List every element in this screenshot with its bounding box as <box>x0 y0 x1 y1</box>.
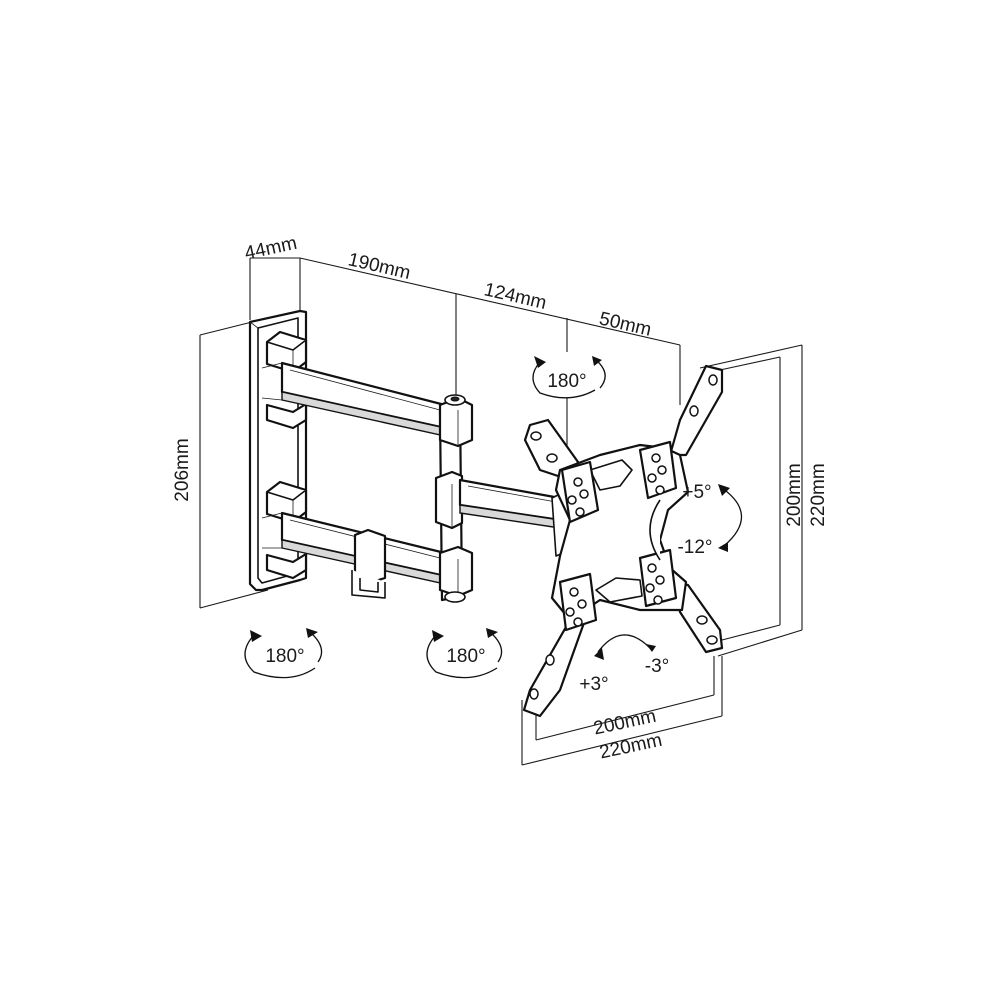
rotation-indicators <box>244 356 743 679</box>
elbow-joint <box>434 394 474 603</box>
dimension-lines <box>199 257 803 766</box>
tilt-up-label: +5° <box>682 482 711 503</box>
tilt-down-label: -12° <box>677 537 712 558</box>
curved-arrow-icon <box>594 634 656 660</box>
rotation-top-label: 180° <box>547 371 586 392</box>
dim-vesa-height-outer: 220mm <box>808 463 829 526</box>
labels: 44mm 190mm 124mm 50mm 206mm 200mm 220mm … <box>172 233 829 764</box>
rotation-arrow-icon <box>532 356 606 399</box>
dim-arm-1: 190mm <box>346 249 412 284</box>
curved-arrow-icon <box>718 484 743 552</box>
dim-wall-plate-height: 206mm <box>172 438 193 501</box>
dim-depth-wall: 44mm <box>243 233 299 265</box>
arm-lower <box>261 511 447 599</box>
rotate-minus-label: -3° <box>645 656 670 677</box>
rotate-plus-label: +3° <box>579 674 608 695</box>
rotation-arrow-icon <box>244 628 323 679</box>
dim-vesa-height-inner: 200mm <box>784 463 805 526</box>
rotation-elbow-label: 180° <box>446 646 485 667</box>
rotation-arrow-icon <box>426 628 503 679</box>
vesa-plate <box>522 364 724 718</box>
dim-arm-3: 50mm <box>597 308 653 340</box>
rotation-wall-label: 180° <box>265 646 304 667</box>
dim-arm-2: 124mm <box>482 279 548 314</box>
